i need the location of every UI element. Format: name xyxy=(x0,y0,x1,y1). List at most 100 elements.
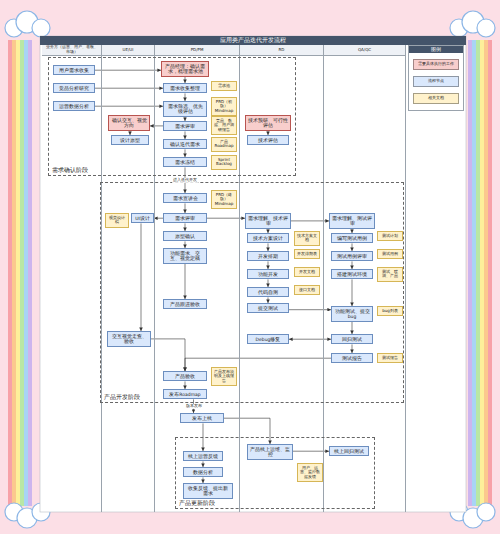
box-text: 发布Roadmap xyxy=(166,392,204,397)
process-box: 需求评审 xyxy=(163,121,207,131)
box-text: 线上运营反馈 xyxy=(186,454,220,459)
process-box: 确认迭代需求 xyxy=(163,139,207,149)
connector-label: 版本发布 xyxy=(185,404,203,408)
flow-connector xyxy=(185,381,186,389)
note-text: 竞品、数据、用户调研报告 xyxy=(214,119,235,133)
process-box: 编写测试用例 xyxy=(331,233,373,243)
process-box: UI设计 xyxy=(131,213,154,223)
process-box: 原型确认 xyxy=(163,231,207,241)
box-text: 数据分析 xyxy=(186,470,220,475)
flow-connector xyxy=(352,322,353,334)
box-text: 技术评估 xyxy=(250,138,286,143)
flow-connector xyxy=(268,243,269,251)
rainbow-stripe xyxy=(472,40,476,506)
process-box: 产品线上运维、监控 xyxy=(247,444,293,460)
process-box: 竞品分析研究 xyxy=(53,83,95,93)
legend-text: 需要具体执行的工作 xyxy=(415,62,457,67)
cloud-puff xyxy=(477,503,495,521)
process-box: 功能测试、提交bug xyxy=(331,306,373,322)
document-note: 开发排期表 xyxy=(294,249,320,259)
rainbow-stripe xyxy=(476,40,480,506)
box-text: 竞品分析研究 xyxy=(56,86,92,91)
process-box: 需求筛选、优先级评估 xyxy=(163,101,207,117)
flow-connector xyxy=(289,339,331,340)
process-box: 运营数据分析 xyxy=(53,101,95,111)
flow-connector xyxy=(352,261,353,269)
note-text: 视觉设计稿 xyxy=(108,216,127,226)
rainbow-stripe xyxy=(488,40,492,506)
document-note: PRD（初版） Mindmap xyxy=(211,97,237,116)
flow-connector xyxy=(185,358,331,371)
flow-connector xyxy=(151,339,185,371)
box-text: 产品线上运维、监控 xyxy=(250,447,290,458)
note-text: 需求池 xyxy=(214,84,235,89)
process-box: 需求评审 xyxy=(163,213,207,223)
box-text: 需求宣讲会 xyxy=(166,196,204,201)
document-note: PRD（终版） Mindmap xyxy=(211,190,237,209)
box-text: 设计原型 xyxy=(114,138,146,143)
process-box: 交互视觉走查、验收 xyxy=(107,331,151,347)
document-note: 测试、联调、产品 xyxy=(377,267,403,282)
flow-connector xyxy=(150,125,163,126)
box-text: UI设计 xyxy=(134,216,151,221)
flow-connector xyxy=(141,223,142,331)
rainbow-stripe xyxy=(16,40,20,506)
flow-connector xyxy=(185,149,186,157)
task-box: 产品经理：确认需求，梳理需求池 xyxy=(161,61,209,77)
legend-text: 相关文档 xyxy=(415,96,457,101)
process-box: 发布Roadmap xyxy=(163,389,207,399)
cloud xyxy=(5,11,495,528)
diagram-frame xyxy=(40,36,466,512)
box-text: 开发排期 xyxy=(250,254,286,259)
box-text: 产品验收 xyxy=(166,374,204,379)
document-note: 测试报告 xyxy=(377,353,403,363)
box-text: 确认交互、视觉方向 xyxy=(111,118,147,129)
task-box: 确认交互、视觉方向 xyxy=(108,115,150,131)
note-text: 开发文档 xyxy=(297,270,318,275)
process-box: 需求冻结 xyxy=(163,157,207,167)
document-note: 竞品、数据、用户调研报告 xyxy=(211,116,237,135)
flow-connector xyxy=(224,418,270,444)
flow-connector xyxy=(352,243,353,251)
process-box: 需求理解、测试评审 xyxy=(329,213,375,229)
box-text: 用户需求收集 xyxy=(56,68,92,73)
box-text: 需求理解、测试评审 xyxy=(332,216,372,227)
box-text: 测试报告 xyxy=(334,356,370,361)
box-text: 线上回归测试 xyxy=(332,449,366,454)
box-text: 测试用例评审 xyxy=(334,254,370,259)
note-text: 产品发布说明及上线报告 xyxy=(214,370,235,384)
box-text: 发布上线 xyxy=(183,416,221,421)
connector-label: 进入迭代开发 xyxy=(172,178,198,182)
process-box: 回归测试 xyxy=(331,334,373,344)
flow-connector xyxy=(268,261,269,269)
process-box: 发布上线 xyxy=(180,413,224,423)
flow-connector xyxy=(289,309,331,310)
box-text: 搭建测试环境 xyxy=(334,272,370,277)
box-text: 技术方案设计 xyxy=(250,236,286,241)
rainbow-stripe xyxy=(24,40,28,506)
note-text: 测试计划 xyxy=(380,234,401,239)
legend-panel: 图例需要具体执行的工作流程节点相关文档 xyxy=(408,45,464,111)
box-text: 需求理解、技术评审 xyxy=(248,216,288,227)
rainbow-stripe xyxy=(468,40,472,506)
process-box: 功能开发 xyxy=(247,269,289,279)
stage-label: 需求确认阶段 xyxy=(52,167,88,173)
legend-swatch: 流程节点 xyxy=(413,76,459,87)
cloud-puff xyxy=(477,19,495,37)
rainbow-stripe xyxy=(20,40,24,506)
box-text: Debug修复 xyxy=(250,337,286,342)
process-box: Debug修复 xyxy=(247,334,289,344)
process-box: 设计原型 xyxy=(111,135,149,145)
box-text: 技术预研、可行性评估 xyxy=(248,118,288,129)
box-text: 编写测试用例 xyxy=(334,236,370,241)
flow-connector xyxy=(352,344,353,353)
flow-connector xyxy=(185,93,186,101)
document-note: Sprint Backlog xyxy=(211,155,237,170)
process-box: 功能需求、交互、视觉定稿 xyxy=(163,248,207,264)
box-text: 功能测试、提交bug xyxy=(334,309,370,320)
task-box: 技术预研、可行性评估 xyxy=(245,115,291,131)
flow-connector xyxy=(352,279,353,306)
document-note: 测试用例 xyxy=(377,249,403,259)
diagram-title: 应用类产品迭代开发流程 xyxy=(220,38,286,44)
